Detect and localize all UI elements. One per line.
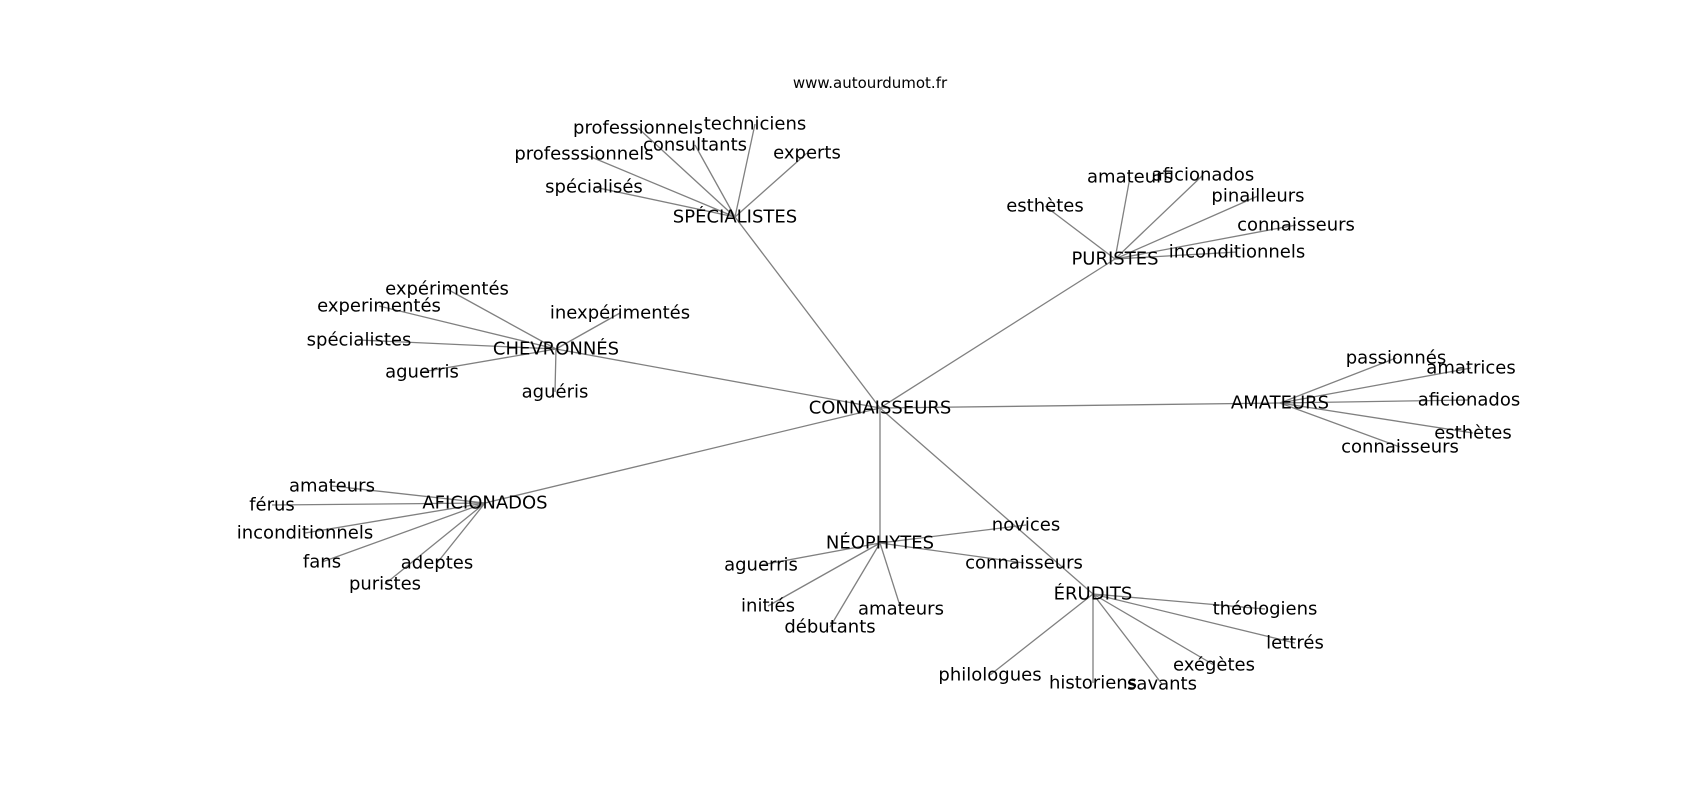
- edge-puristes-leaf: [1114, 195, 1259, 260]
- edge-chevronnes-leaf: [446, 288, 557, 350]
- edge-aficionados-leaf: [384, 502, 486, 585]
- edge-neophytes-leaf: [760, 542, 881, 566]
- cluster-node-erudits[interactable]: ÉRUDITS: [1054, 583, 1133, 605]
- edge-center-puristes: [879, 258, 1116, 409]
- edge-erudits-leaf: [1092, 593, 1266, 610]
- edge-specialistes-leaf: [734, 123, 756, 218]
- edge-amateurs-leaf: [1279, 402, 1474, 434]
- leaf-node[interactable]: aficionados: [1418, 390, 1521, 411]
- leaf-node[interactable]: professionnels: [573, 118, 703, 139]
- edge-puristes-leaf: [1114, 251, 1238, 260]
- edge-neophytes-leaf: [879, 542, 902, 610]
- leaf-node[interactable]: savants: [1127, 674, 1197, 695]
- cluster-node-specialistes[interactable]: SPÉCIALISTES: [673, 206, 797, 228]
- edge-puristes-leaf: [1044, 205, 1116, 260]
- cluster-node-puristes[interactable]: PURISTES: [1071, 249, 1158, 270]
- edge-neophytes-leaf: [829, 542, 881, 628]
- leaf-node[interactable]: amateurs: [1087, 167, 1173, 188]
- leaf-node[interactable]: adeptes: [401, 553, 473, 574]
- edge-erudits-leaf: [1092, 593, 1296, 644]
- leaf-node[interactable]: débutants: [784, 617, 875, 638]
- leaf-node[interactable]: férus: [249, 495, 295, 516]
- edge-specialistes-leaf: [694, 144, 736, 218]
- edge-aficionados-leaf: [304, 502, 486, 534]
- edge-aficionados-leaf: [331, 485, 486, 504]
- leaf-node[interactable]: connaisseurs: [1341, 437, 1459, 458]
- edge-chevronnes-leaf: [378, 305, 557, 350]
- edge-aficionados-leaf: [321, 502, 486, 563]
- edge-puristes-leaf: [1114, 224, 1297, 260]
- edge-neophytes-leaf: [767, 542, 881, 607]
- leaf-node[interactable]: aguerris: [385, 362, 459, 383]
- edge-puristes-leaf: [1114, 174, 1204, 260]
- leaf-node[interactable]: amateurs: [858, 599, 944, 620]
- leaf-node[interactable]: amateurs: [289, 476, 375, 497]
- edge-chevronnes-leaf: [554, 348, 557, 393]
- leaf-node[interactable]: spécialisés: [545, 177, 643, 198]
- leaf-node[interactable]: experimentés: [317, 296, 441, 317]
- cluster-node-neophytes[interactable]: NÉOPHYTES: [826, 532, 934, 554]
- edge-erudits-leaf: [989, 593, 1094, 676]
- site-url: www.autourdumot.fr: [793, 74, 948, 92]
- leaf-node[interactable]: aguerris: [724, 555, 798, 576]
- edge-puristes-leaf: [1114, 176, 1131, 260]
- leaf-node[interactable]: connaisseurs: [1237, 215, 1355, 236]
- cluster-node-amateurs[interactable]: AMATEURS: [1231, 393, 1329, 414]
- leaf-node[interactable]: puristes: [349, 574, 421, 595]
- leaf-node[interactable]: esthètes: [1434, 423, 1512, 444]
- leaf-node[interactable]: inconditionnels: [1169, 242, 1306, 263]
- edge-amateurs-leaf: [1279, 357, 1397, 404]
- leaf-node[interactable]: techniciens: [704, 114, 807, 135]
- leaf-node[interactable]: spécialistes: [307, 330, 412, 351]
- edge-layer: [271, 123, 1474, 685]
- leaf-node[interactable]: inexpérimentés: [550, 303, 690, 324]
- edge-specialistes-leaf: [583, 153, 736, 218]
- edge-neophytes-leaf: [879, 542, 1025, 564]
- edge-chevronnes-leaf: [358, 339, 557, 350]
- edge-aficionados-leaf: [271, 502, 486, 506]
- edge-amateurs-leaf: [1279, 367, 1472, 404]
- leaf-node[interactable]: expérimentés: [385, 279, 509, 300]
- leaf-node[interactable]: connaisseurs: [965, 553, 1083, 574]
- edge-amateurs-leaf: [1279, 399, 1470, 404]
- leaf-node[interactable]: exégètes: [1173, 655, 1255, 676]
- leaf-node[interactable]: inconditionnels: [237, 523, 374, 544]
- center-node[interactable]: CONNAISSEURS: [809, 398, 952, 419]
- edge-erudits-leaf: [1092, 593, 1163, 685]
- cluster-node-aficionados[interactable]: AFICIONADOS: [422, 493, 547, 514]
- leaf-node[interactable]: théologiens: [1213, 599, 1318, 620]
- edge-chevronnes-leaf: [555, 312, 621, 350]
- edge-erudits-leaf: [1092, 593, 1215, 666]
- leaf-node[interactable]: experts: [773, 143, 841, 164]
- leaf-node[interactable]: novices: [992, 515, 1060, 536]
- leaf-node[interactable]: philologues: [938, 665, 1041, 686]
- leaf-node[interactable]: pinailleurs: [1211, 186, 1304, 207]
- leaf-node[interactable]: aficionados: [1152, 165, 1255, 186]
- edge-specialistes-leaf: [593, 186, 736, 218]
- leaf-node[interactable]: aguéris: [522, 382, 589, 403]
- cluster-node-chevronnes[interactable]: CHEVRONNÉS: [493, 338, 619, 360]
- leaf-node[interactable]: fans: [303, 552, 341, 573]
- leaf-node[interactable]: passionnés: [1346, 348, 1447, 369]
- edge-center-chevronnes: [555, 348, 881, 409]
- edge-amateurs-leaf: [1279, 402, 1401, 448]
- leaf-node[interactable]: consultants: [643, 135, 747, 156]
- leaf-node[interactable]: esthètes: [1006, 196, 1084, 217]
- edge-center-aficionados: [484, 407, 881, 504]
- edge-specialistes-leaf: [637, 127, 736, 218]
- edge-chevronnes-leaf: [421, 348, 557, 373]
- edge-center-erudits: [879, 407, 1094, 595]
- edge-neophytes-leaf: [879, 524, 1027, 544]
- leaf-node[interactable]: initiés: [741, 596, 795, 617]
- leaf-node[interactable]: historiens: [1049, 673, 1137, 694]
- edge-center-specialistes: [734, 216, 881, 409]
- leaf-node[interactable]: professsionnels: [514, 144, 653, 165]
- edge-specialistes-leaf: [734, 152, 808, 218]
- leaf-node[interactable]: lettrés: [1266, 633, 1324, 654]
- edge-aficionados-leaf: [436, 502, 486, 564]
- leaf-node[interactable]: amatrices: [1426, 358, 1515, 379]
- edge-center-amateurs: [879, 402, 1281, 409]
